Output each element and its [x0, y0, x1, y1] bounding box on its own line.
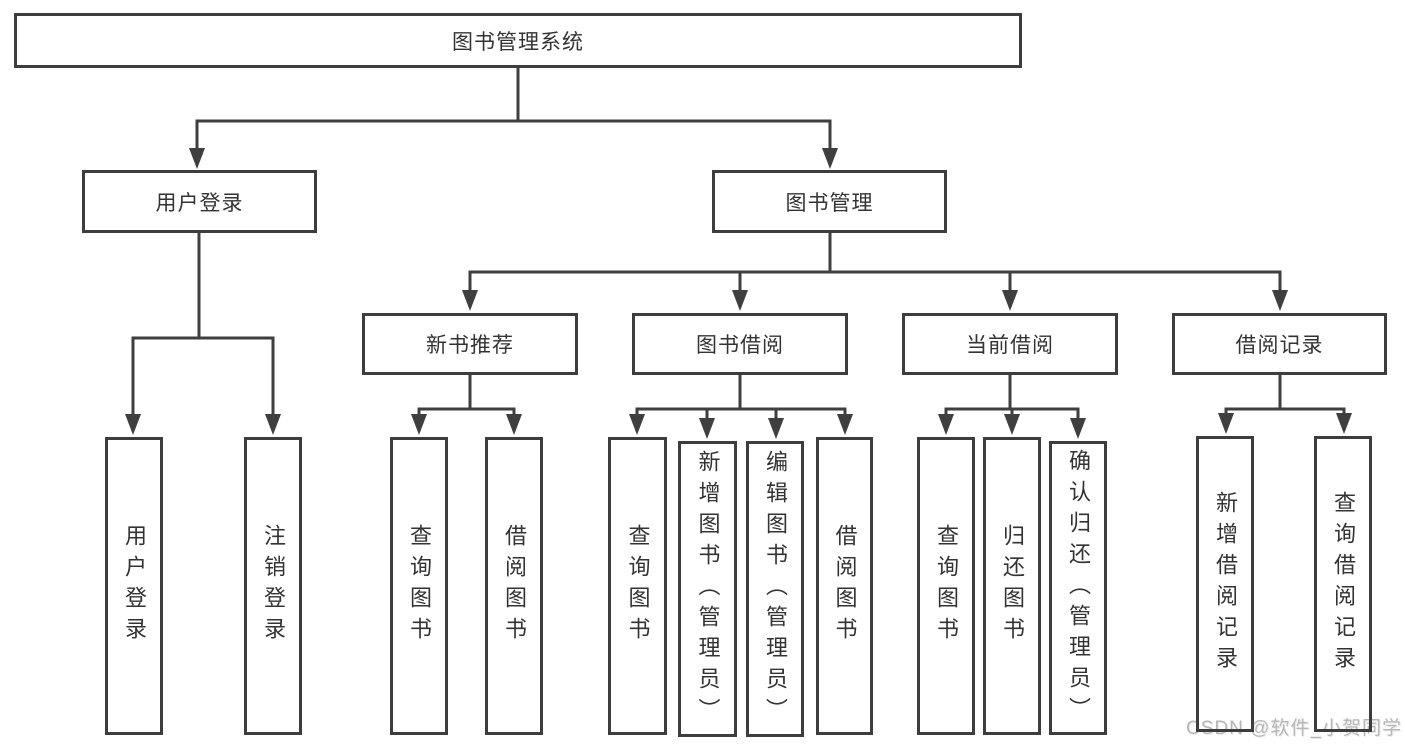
arrowhead-down-icon [506, 414, 522, 435]
node-label: 查询图书 [934, 524, 959, 648]
node-label: 借阅图书 [502, 524, 527, 648]
arrowhead-down-icon [1218, 413, 1234, 434]
node-label: 新书推荐 [426, 334, 514, 357]
arrowhead-down-icon [1070, 418, 1086, 439]
arrowhead-down-icon [699, 418, 715, 439]
arrowhead-down-icon [1004, 414, 1020, 435]
node-book-borrowing: 图书借阅 [632, 313, 848, 375]
connector-current-borrowing [944, 373, 1080, 423]
arrowhead-down-icon [1002, 290, 1018, 311]
arrowhead-down-icon [837, 414, 853, 435]
node-new-book-recommendation: 新书推荐 [362, 313, 578, 375]
leaf-logout-login: 注销登录 [244, 437, 302, 735]
node-label: 查询图书 [625, 524, 651, 648]
arrowhead-down-icon [938, 414, 954, 435]
connector-arrowheads [125, 148, 1352, 439]
node-label: 用户登录 [155, 191, 244, 215]
node-label: 图书管理 [785, 191, 874, 215]
connector-book-borrowing [635, 373, 847, 423]
arrowhead-down-icon [768, 418, 784, 439]
connector-borrowing-records [1224, 373, 1346, 418]
leaf-query-books-1: 查询图书 [390, 437, 448, 735]
node-book-management: 图书管理 [712, 170, 947, 233]
arrowhead-down-icon [1336, 413, 1352, 434]
node-label: 编辑图书（管理员） [763, 449, 788, 729]
node-label: 图书管理系统 [452, 30, 584, 54]
node-borrowing-records: 借阅记录 [1172, 313, 1387, 375]
leaf-add-borrow-record: 新增借阅记录 [1196, 436, 1254, 732]
node-label: 查询借阅记录 [1331, 491, 1356, 677]
connector-root [195, 66, 832, 151]
arrowhead-down-icon [1272, 290, 1288, 311]
arrowhead-down-icon [125, 414, 141, 435]
node-label: 图书借阅 [696, 334, 784, 357]
node-label: 查询图书 [407, 524, 432, 648]
leaf-query-borrow-record: 查询借阅记录 [1314, 436, 1372, 732]
node-label: 用户登录 [122, 524, 147, 648]
connector-book-management [468, 231, 1282, 295]
connector-elbows [131, 66, 1346, 423]
node-current-borrowing: 当前借阅 [902, 313, 1118, 375]
leaf-return-books: 归还图书 [983, 437, 1041, 735]
connector-user-login [131, 231, 275, 419]
leaf-borrow-books-1: 借阅图书 [485, 437, 543, 735]
node-label: 借阅记录 [1235, 334, 1324, 357]
csdn-watermark: CSDN @软件_小贺同学 [1186, 718, 1402, 739]
node-label: 新增借阅记录 [1213, 491, 1238, 677]
arrowhead-down-icon [189, 148, 205, 169]
arrowhead-down-icon [732, 290, 748, 311]
leaf-confirm-return-admin: 确认归还（管理员） [1049, 441, 1107, 735]
leaf-borrow-books-2: 借阅图书 [816, 437, 873, 735]
arrowhead-down-icon [822, 148, 838, 169]
arrowhead-down-icon [411, 414, 427, 435]
node-label: 借阅图书 [832, 524, 858, 648]
node-label: 新增图书（管理员） [695, 449, 721, 729]
arrowhead-down-icon [265, 414, 281, 435]
arrowhead-down-icon [462, 290, 478, 311]
leaf-user-login: 用户登录 [105, 437, 163, 735]
node-label: 归还图书 [1000, 524, 1025, 648]
connector-new-book-recommendation [417, 373, 516, 419]
node-user-login: 用户登录 [82, 170, 317, 233]
leaf-query-books-3: 查询图书 [917, 437, 975, 735]
node-label: 当前借阅 [966, 334, 1054, 357]
node-label: 确认归还（管理员） [1066, 448, 1091, 728]
arrowhead-down-icon [629, 414, 645, 435]
leaf-add-books-admin: 新增图书（管理员） [678, 441, 737, 737]
node-library-management-system: 图书管理系统 [14, 13, 1022, 68]
leaf-edit-books-admin: 编辑图书（管理员） [746, 441, 804, 737]
leaf-query-books-2: 查询图书 [608, 437, 667, 735]
node-label: 注销登录 [261, 524, 286, 648]
